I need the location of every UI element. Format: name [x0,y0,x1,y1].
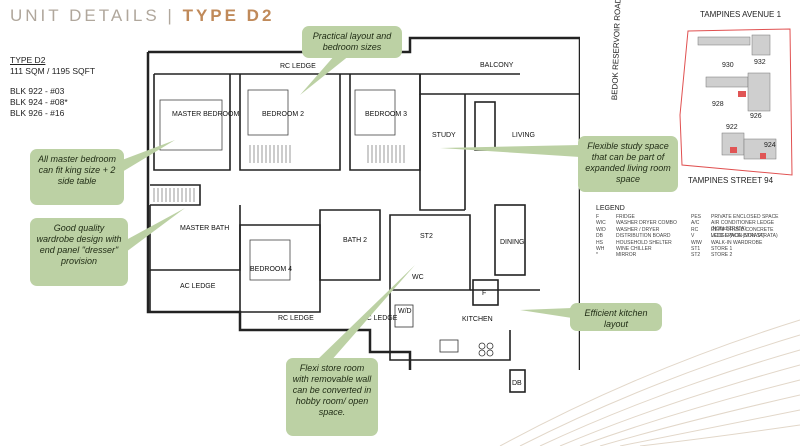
title-type: TYPE D2 [182,6,275,25]
ac-ledge-mid-label: AC LEDGE [362,315,398,322]
callout-store: Flexi store room with removable wall can… [286,358,378,436]
callout-kitchen: Efficient kitchen layout [570,303,662,331]
unit-area: 111 SQM / 1195 SQFT [10,66,96,76]
st2-label: ST2 [420,233,433,240]
wd-label: W/D [398,308,412,315]
legend-title: LEGEND [596,205,625,212]
master-bath-label: MASTER BATH [180,225,229,232]
ac-ledge-left-label: AC LEDGE [180,283,216,290]
dining-label: DINING [500,239,525,246]
bath2-label: BATH 2 [343,237,367,244]
living-label: LIVING [512,132,535,139]
page-title: UNIT DETAILS | TYPE D2 [10,6,274,26]
block-line: BLK 924 - #08* [10,97,68,107]
kitchen-label: KITCHEN [462,316,493,323]
callout-wardrobe: Good quality wardrobe design with end pa… [30,218,128,286]
title-separator: | [167,6,175,25]
study-label: STUDY [432,132,456,139]
street-tampines-ave: TAMPINES AVENUE 1 [700,10,782,19]
block-line: BLK 922 - #03 [10,86,65,96]
fridge-label: F [482,290,486,297]
block-922: 922 [726,124,738,131]
callout-layout: Practical layout and bedroom sizes [302,26,402,58]
block-928: 928 [712,101,724,108]
balcony-label: BALCONY [480,62,514,69]
block-932: 932 [754,59,766,66]
callout-study: Flexible study space that can be part of… [578,136,678,192]
bedroom4-label: BEDROOM 4 [250,266,292,273]
rc-ledge-bottom-label: RC LEDGE [278,315,314,322]
block-926: 926 [750,113,762,120]
wc-label: WC [412,274,424,281]
bedroom2-label: BEDROOM 2 [262,111,304,118]
unit-info: TYPE D2 111 SQM / 1195 SQFT BLK 922 - #0… [10,55,95,119]
block-924: 924 [764,142,776,149]
db-label: DB [512,380,522,387]
block-line: BLK 926 - #16 [10,108,65,118]
master-bedroom-label: MASTER BEDROOM [172,111,239,118]
rc-ledge-top-label: RC LEDGE [280,63,316,70]
decorative-lines [499,319,800,446]
street-tampines-st: TAMPINES STREET 94 [688,176,774,185]
callout-master: All master bedroom can fit king size + 2… [30,149,124,205]
title-prefix: UNIT DETAILS [10,6,160,25]
block-930: 930 [722,62,734,69]
bedroom3-label: BEDROOM 3 [365,111,407,118]
unit-type: TYPE D2 [10,55,46,65]
site-plan: 930 932 928 926 922 924 [679,28,793,176]
